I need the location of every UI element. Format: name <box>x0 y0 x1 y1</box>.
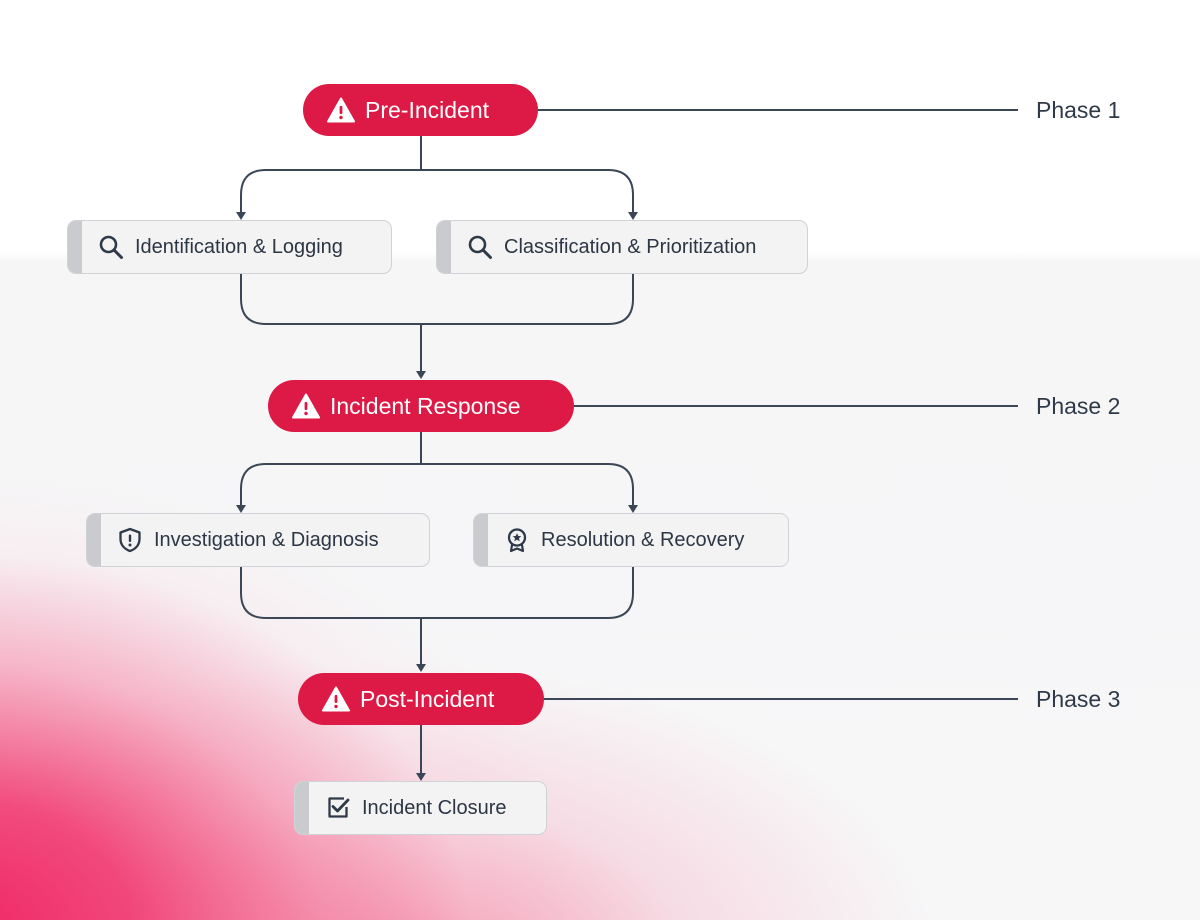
arrow-head <box>416 664 426 672</box>
arrow-head <box>628 505 638 513</box>
step-resolution-recovery: Resolution & Recovery <box>473 513 789 567</box>
search-icon <box>99 235 123 259</box>
step-accent-stripe <box>437 221 451 273</box>
step-investigation-diagnosis: Investigation & Diagnosis <box>86 513 430 567</box>
phase-1-label: Phase 1 <box>1036 97 1121 123</box>
warning-icon <box>322 686 350 712</box>
step-accent-stripe <box>68 221 82 273</box>
phase-3-node: Post-Incident <box>298 673 544 725</box>
warning-icon <box>327 97 355 123</box>
phase-2-title: Incident Response <box>330 392 521 419</box>
arrow-head <box>236 505 246 513</box>
step-label: Incident Closure <box>362 796 507 819</box>
phase-2-label: Phase 2 <box>1036 393 1121 419</box>
step-incident-closure: Incident Closure <box>294 781 547 835</box>
step-label: Classification & Prioritization <box>504 235 757 258</box>
step-identification-logging: Identification & Logging <box>67 220 392 274</box>
arrow-head <box>416 773 426 781</box>
step-accent-stripe <box>295 782 309 834</box>
checkbox-icon <box>328 797 350 818</box>
step-classification-prioritization: Classification & Prioritization <box>436 220 808 274</box>
step-accent-stripe <box>474 514 488 566</box>
phase-2-merge-connector <box>240 567 634 665</box>
award-badge-icon <box>507 528 527 553</box>
shield-alert-icon <box>119 527 141 553</box>
phase-1-node: Pre-Incident <box>303 84 538 136</box>
warning-icon <box>292 393 320 419</box>
phase-1-title: Pre-Incident <box>365 96 490 123</box>
phase-2-split-connector <box>240 432 634 506</box>
step-accent-stripe <box>87 514 101 566</box>
arrow-head <box>416 371 426 379</box>
step-label: Identification & Logging <box>135 235 343 258</box>
arrow-head <box>236 212 246 220</box>
step-label: Investigation & Diagnosis <box>154 528 379 551</box>
phase-3-title: Post-Incident <box>360 685 495 712</box>
search-icon <box>468 235 492 259</box>
phase-1-split-connector <box>240 136 634 214</box>
phase-2-node: Incident Response <box>268 380 574 432</box>
phase-3-label: Phase 3 <box>1036 686 1121 712</box>
phase-1-merge-connector <box>240 274 634 372</box>
step-label: Resolution & Recovery <box>541 528 745 551</box>
arrow-head <box>628 212 638 220</box>
